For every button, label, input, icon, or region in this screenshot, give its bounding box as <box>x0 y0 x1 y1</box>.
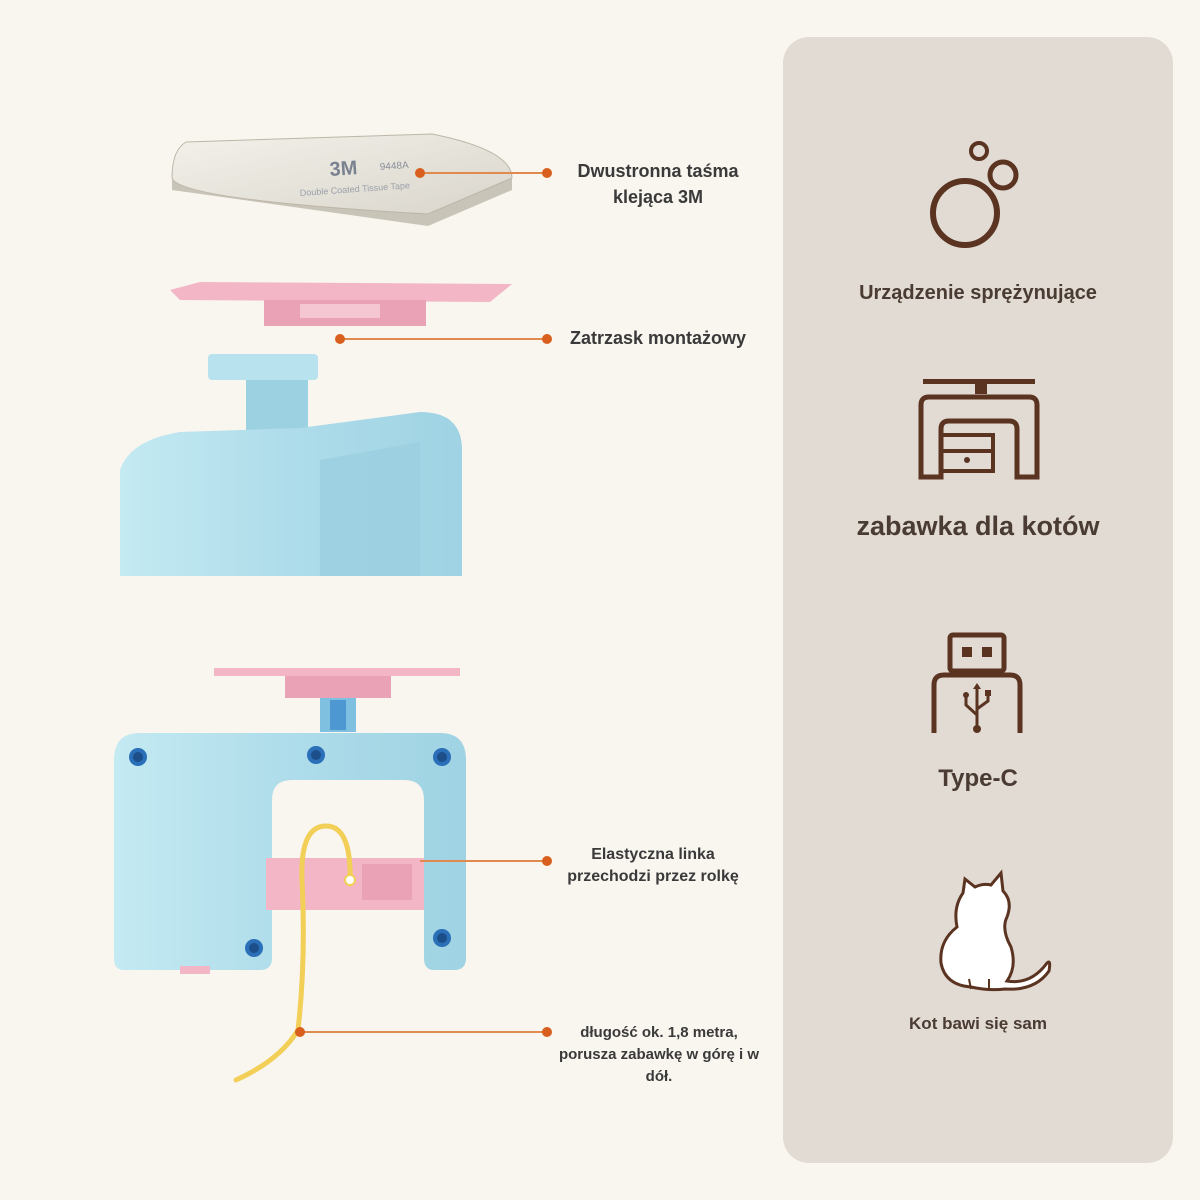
tape-brand-text: 3M <box>329 157 358 181</box>
tape-callout-line2: klejąca 3M <box>612 187 704 207</box>
length-callout-line3: dół. <box>645 1068 673 1085</box>
usb-icon <box>931 632 1023 733</box>
tape-callout-dot-outer <box>542 168 552 178</box>
mount-callout-line <box>340 338 548 340</box>
length-callout-line1: długość ok. 1,8 metra, <box>580 1024 738 1041</box>
tape-code-text: 9448A <box>379 160 409 173</box>
length-callout-line2: porusza zabawkę w górę i w <box>558 1046 760 1063</box>
cord-callout-line <box>420 860 548 862</box>
tape-pad-image: 3M 9448A Double Coated Tissue Tape <box>114 133 513 1083</box>
features-panel: Urządzenie sprężynujące zabawka dla kotó… <box>783 37 1173 1163</box>
length-callout: długość ok. 1,8 metra, porusza zabawkę w… <box>546 1022 772 1088</box>
mount-callout-dot-outer <box>542 334 552 344</box>
tape-callout-line1: Dwustronna taśma <box>577 161 739 181</box>
tape-callout-dot-inner <box>415 168 425 178</box>
mount-callout-text: Zatrzask montażowy <box>569 328 747 348</box>
cat-toy-device-icon <box>918 379 1040 480</box>
feature-label-type-c: Type-C <box>938 765 1018 792</box>
feature-label-cat: Kot bawi się sam <box>909 1014 1047 1033</box>
feature-label-cat-toy: zabawka dla kotów <box>856 511 1100 541</box>
product-illustration: 3M 9448A Double Coated Tissue Tape <box>114 133 772 1088</box>
mount-callout-dot-inner <box>335 334 345 344</box>
feature-label-spring: Urządzenie sprężynujące <box>859 282 1097 304</box>
length-callout-dot-outer <box>542 1027 552 1037</box>
length-callout-dot-inner <box>295 1027 305 1037</box>
cord-callout-line2: przechodzi przez rolkę <box>567 868 739 885</box>
bubbles-icon <box>930 141 1019 248</box>
length-callout-line <box>300 1031 548 1033</box>
mount-callout: Zatrzask montażowy <box>558 325 758 351</box>
tape-callout: Dwustronna taśma klejąca 3M <box>558 158 758 210</box>
cord-callout-dot <box>542 856 552 866</box>
cord-callout-line1: Elastyczna linka <box>591 846 715 863</box>
tape-callout-line <box>420 172 548 174</box>
cord-callout: Elastyczna linka przechodzi przez rolkę <box>548 844 758 888</box>
cat-icon <box>939 869 1052 992</box>
